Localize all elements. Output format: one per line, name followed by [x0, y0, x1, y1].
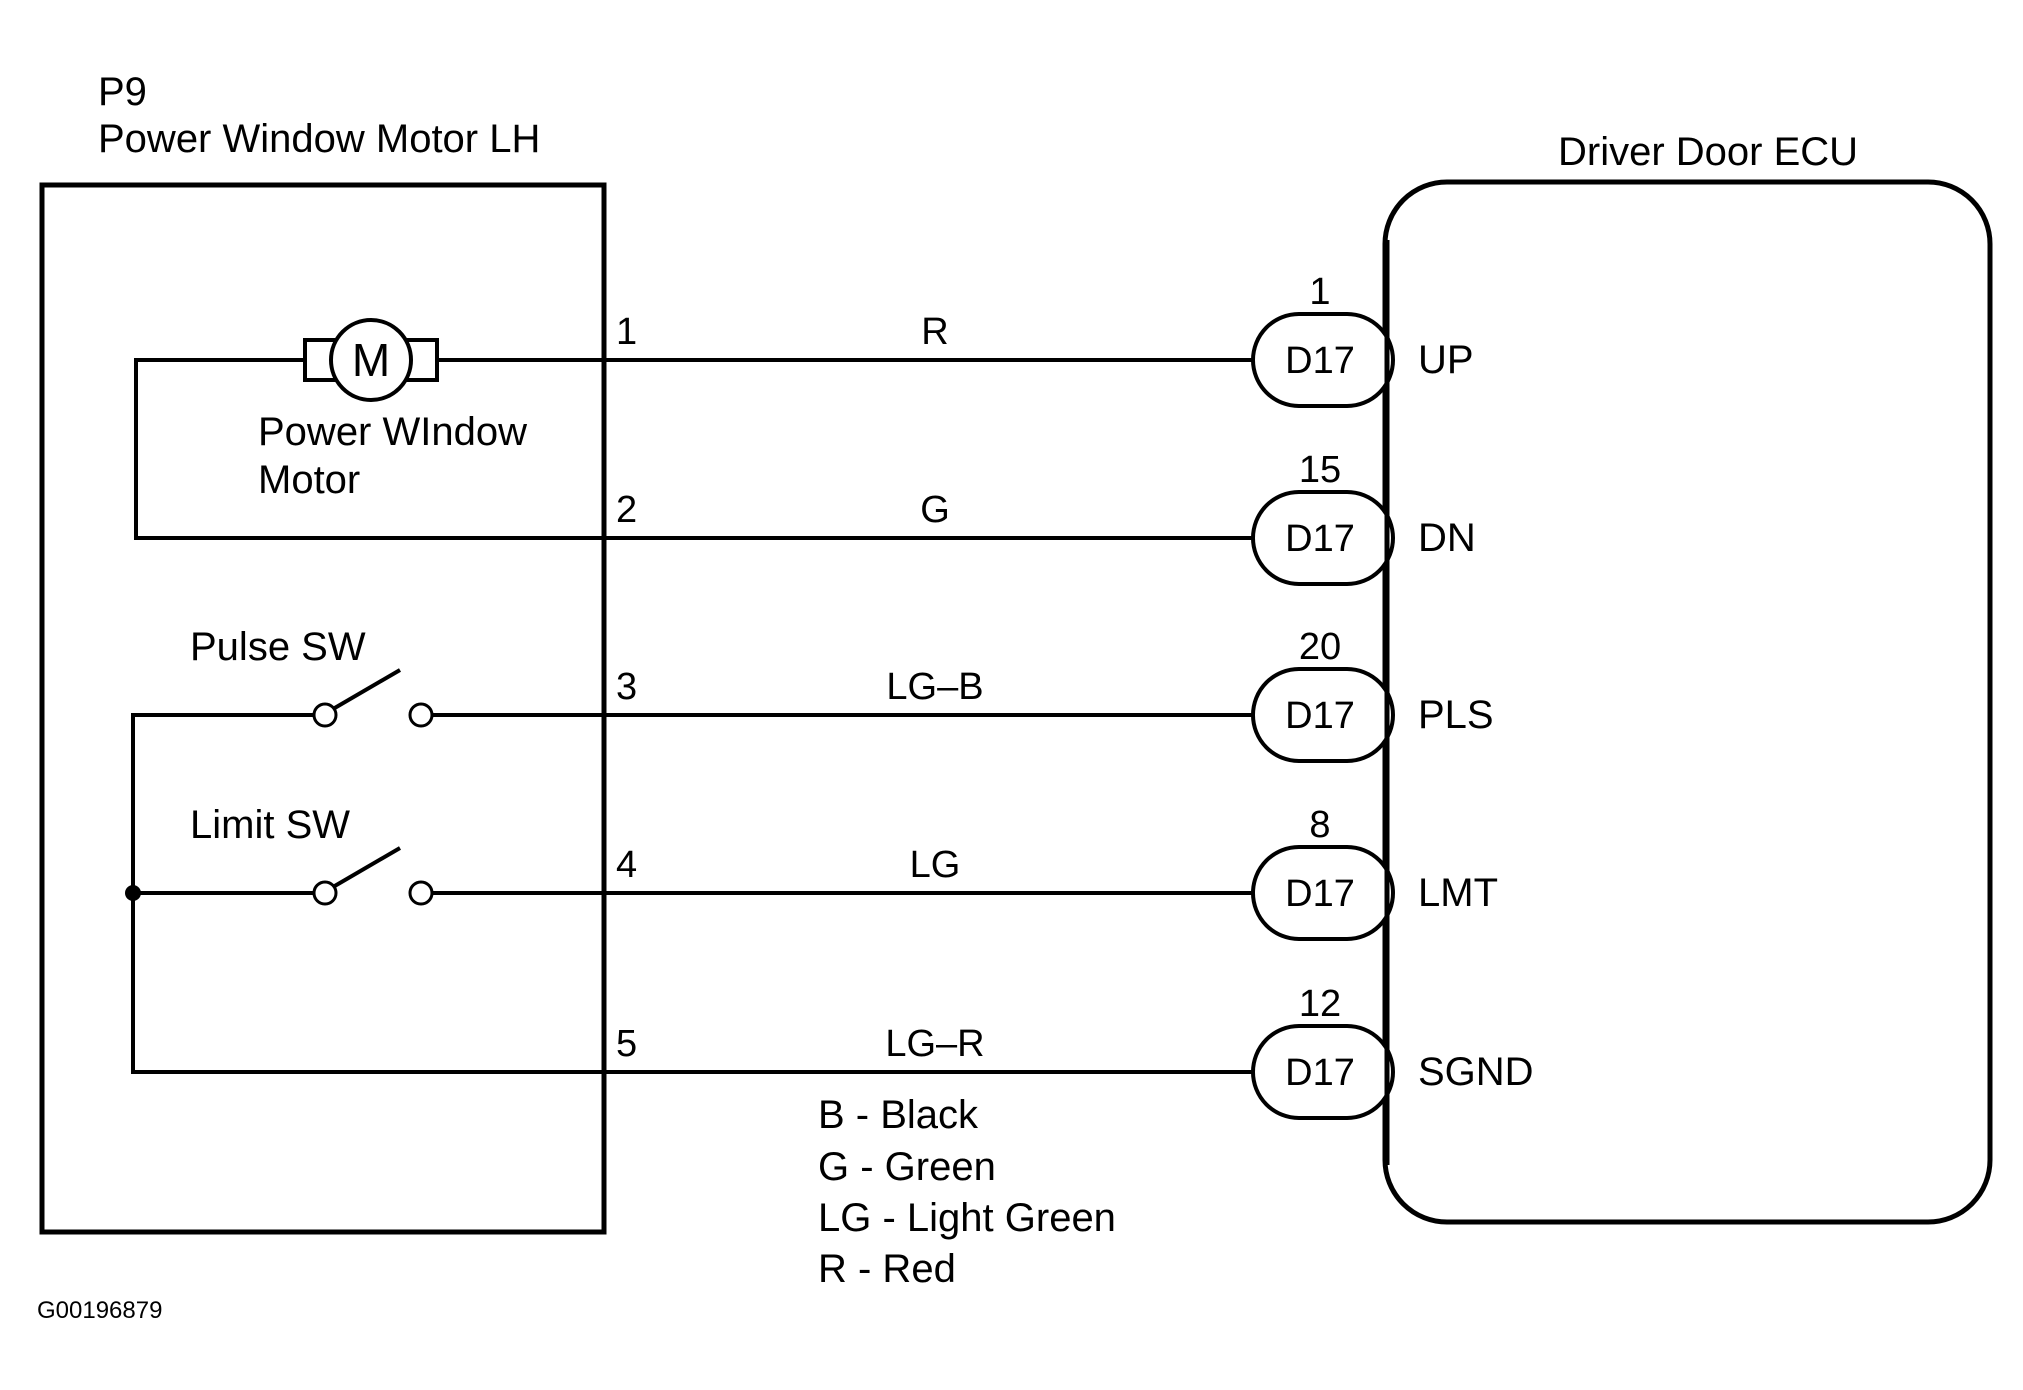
wire-color-code: R [921, 311, 948, 353]
junction-dot-icon [125, 885, 141, 901]
connector-id: D17 [1285, 695, 1355, 737]
connector-icon [1251, 312, 1395, 408]
wire-color-code: LG–B [886, 666, 983, 708]
left-pin-number: 5 [616, 1023, 637, 1065]
legend-item: LG - Light Green [818, 1196, 1116, 1240]
right-component-title: Driver Door ECU [1558, 130, 1858, 174]
legend-item: R - Red [818, 1247, 956, 1291]
left-component-id: P9 [98, 70, 147, 114]
left-pin-number: 3 [616, 666, 637, 708]
connector-pin-number: 15 [1299, 449, 1341, 491]
left-pin-number: 1 [616, 311, 637, 353]
wire-color-code: LG–R [885, 1023, 984, 1065]
motor-circuit: M Power WIndow Motor [134, 318, 604, 540]
connector-icon [1251, 845, 1395, 941]
connector-id: D17 [1285, 1052, 1355, 1094]
switch-circuit: Pulse SW Limit SW [125, 625, 604, 1074]
connector-pin-number: 8 [1309, 804, 1330, 846]
left-pin-number: 2 [616, 489, 637, 531]
motor-label-line2: Motor [258, 458, 360, 502]
motor-symbol: M [352, 334, 390, 386]
connector-id: D17 [1285, 340, 1355, 382]
limit-switch-label: Limit SW [190, 803, 350, 847]
motor-icon: M [303, 318, 439, 402]
connector-icon [1251, 1024, 1395, 1120]
connector-icon [1251, 667, 1395, 763]
ecu-terminal-label: SGND [1418, 1050, 1534, 1094]
left-component-title: Power Window Motor LH [98, 117, 540, 161]
motor-return-wire [134, 358, 604, 540]
ecu-terminal-label: UP [1418, 338, 1474, 382]
motor-label-line1: Power WIndow [258, 410, 527, 454]
ecu-terminal-label: DN [1418, 516, 1476, 560]
connector-id: D17 [1285, 873, 1355, 915]
connector-pin-number: 12 [1299, 983, 1341, 1025]
wire-color-code: LG [910, 844, 961, 886]
connector-icon [1251, 490, 1395, 586]
ecu-terminal-label: PLS [1418, 693, 1494, 737]
legend-item: B - Black [818, 1093, 979, 1137]
pulse-switch-icon [312, 668, 434, 728]
figure-id: G00196879 [37, 1297, 162, 1324]
connector-pin-number: 20 [1299, 626, 1341, 668]
left-component-box [39, 182, 607, 1235]
ecu-terminal-label: LMT [1418, 871, 1498, 915]
legend-item: G - Green [818, 1145, 996, 1189]
connector-id: D17 [1285, 518, 1355, 560]
color-legend: B - Black G - Green LG - Light Green R -… [818, 1093, 1116, 1291]
connector-pin-number: 1 [1309, 271, 1330, 313]
left-pin-number: 4 [616, 844, 637, 886]
limit-switch-icon [312, 846, 434, 906]
pulse-switch-label: Pulse SW [190, 625, 366, 669]
wire-color-code: G [920, 489, 950, 531]
